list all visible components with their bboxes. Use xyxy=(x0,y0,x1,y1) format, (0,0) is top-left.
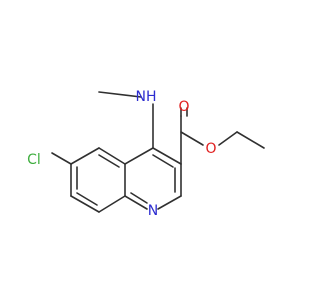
bond xyxy=(124,195,148,210)
bond xyxy=(70,147,100,165)
double-bond-inner xyxy=(98,154,120,168)
bond xyxy=(152,147,182,165)
bond xyxy=(124,147,154,165)
double-bond-inner xyxy=(76,192,98,206)
bond xyxy=(70,195,100,213)
bond xyxy=(180,131,204,146)
bond xyxy=(157,195,182,210)
bond xyxy=(236,131,265,149)
carbonyl-oxygen-label: O xyxy=(178,99,189,115)
amine-nh-label: NH xyxy=(136,89,157,105)
ester-oxygen-label: O xyxy=(205,141,216,157)
double-bond-inner xyxy=(152,154,174,168)
bond-lines xyxy=(51,91,265,213)
bond xyxy=(98,195,126,213)
bond xyxy=(51,152,72,165)
bond xyxy=(98,147,126,165)
ring-nitrogen-label: N xyxy=(148,203,158,219)
molecule-structure: Cl NH O O N xyxy=(27,89,265,219)
double-bond-inner xyxy=(130,192,148,204)
chlorine-label: Cl xyxy=(27,152,41,168)
atom-labels: Cl NH O O N xyxy=(27,89,216,219)
bond xyxy=(98,91,142,98)
bond xyxy=(218,131,238,146)
